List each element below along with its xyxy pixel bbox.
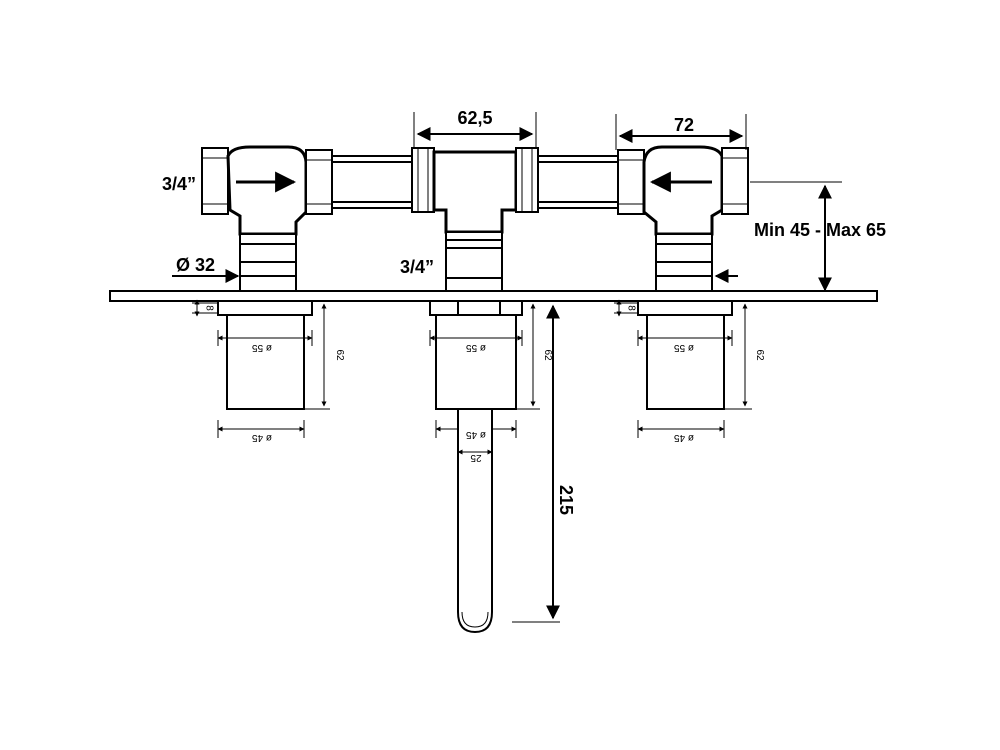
center-body-inner-label: ø 45: [466, 429, 486, 440]
center-body-outer-label: ø 55: [466, 342, 486, 353]
mounting-plate: [109, 290, 878, 302]
dimension-depth: [750, 181, 842, 292]
right-plate-gap-label: 8: [625, 305, 636, 311]
left-body-height-label: 62: [334, 349, 345, 361]
thread-size-left-label: 3/4”: [162, 174, 196, 194]
left-connecting-pipe: [331, 155, 413, 209]
right-body-height-label: 62: [754, 349, 765, 361]
dimension-depth-label: Min 45 - Max 65: [754, 220, 886, 240]
lower-left-body: [192, 299, 330, 438]
spout-diameter-label: 25: [470, 452, 482, 463]
dimension-top-center: [413, 112, 537, 148]
left-body-outer-label: ø 55: [252, 342, 272, 353]
pipe-diameter-label: Ø 32: [176, 255, 215, 275]
spout-length-label: 215: [556, 485, 576, 515]
right-connecting-pipe: [537, 155, 619, 209]
right-body-inner-label: ø 45: [674, 432, 694, 443]
left-body-inner-label: ø 45: [252, 432, 272, 443]
left-plate-gap-label: 8: [203, 305, 214, 311]
left-valve-assembly: [201, 145, 333, 292]
center-tee-assembly: [411, 147, 539, 292]
dimension-top-right: [615, 114, 747, 150]
dimension-top-center-label: 62,5: [457, 108, 492, 128]
spout: [457, 300, 560, 634]
center-body-height-label: 62: [542, 349, 553, 361]
right-body-outer-label: ø 55: [674, 342, 694, 353]
right-valve-assembly: [617, 145, 749, 292]
thread-size-center-label: 3/4”: [400, 257, 434, 277]
dimension-top-right-label: 72: [674, 115, 694, 135]
lower-right-body: [614, 299, 752, 438]
